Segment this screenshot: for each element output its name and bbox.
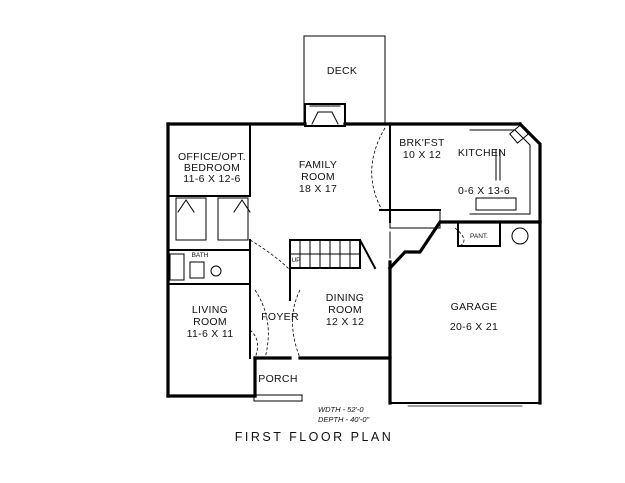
stair-up-label: UP [291, 257, 300, 264]
fireplace [304, 103, 346, 127]
kitchen-size: 0-6 X 13-6 [458, 185, 510, 197]
deck-label: DECK [327, 65, 357, 77]
plan-title: FIRST FLOOR PLAN [235, 430, 394, 444]
brkfst-size: 10 X 12 [403, 149, 441, 161]
office-label-line1: OFFICE/OPT. [178, 151, 246, 163]
living-label-line2: ROOM [193, 316, 227, 328]
dining-label-line2: ROOM [328, 304, 362, 316]
family-size: 18 X 17 [299, 183, 337, 195]
porch-label: PORCH [258, 373, 297, 385]
pantry-label: PANT. [470, 233, 488, 240]
family-label-line2: ROOM [301, 171, 335, 183]
living-size: 11-6 X 11 [187, 328, 234, 340]
office-label-line2: BEDROOM [184, 162, 240, 174]
width-note: WDTH - 52'-0 [318, 405, 364, 414]
kitchen-label: KITCHEN [458, 147, 506, 159]
dining-label-line1: DINING [326, 292, 365, 304]
brkfst-label: BRK'FST [399, 137, 445, 149]
living-label-line1: LIVING [192, 304, 228, 316]
foyer-label: FOYER [261, 311, 299, 323]
garage-size: 20-6 X 21 [450, 321, 498, 333]
door-swings [249, 127, 529, 359]
depth-note: DEPTH - 40'-0" [318, 415, 370, 424]
bath-label: BATH [192, 252, 209, 259]
porch-step [253, 394, 303, 402]
office-size: 11-6 X 12-6 [183, 173, 240, 185]
dining-size: 12 X 12 [326, 316, 364, 328]
garage-label: GARAGE [451, 301, 498, 313]
family-label-line1: FAMILY [299, 159, 337, 171]
interior-walls [167, 123, 531, 359]
